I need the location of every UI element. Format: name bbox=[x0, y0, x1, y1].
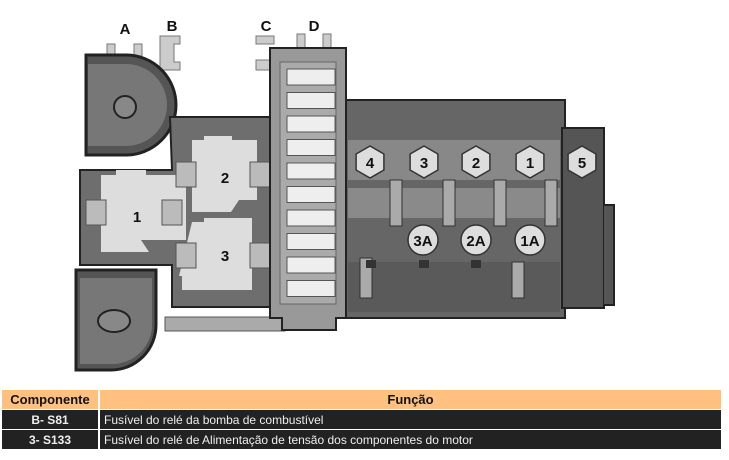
fuse-slot bbox=[286, 256, 336, 274]
small-fuse-label: 3A bbox=[413, 233, 432, 250]
table-row: 3- S133 Fusível do relé de Alimentação d… bbox=[2, 430, 721, 449]
function-cell: Fusível do relé da bomba de combustível bbox=[100, 410, 721, 429]
fuse-hex-2 bbox=[461, 145, 491, 179]
fuse-slot bbox=[286, 209, 336, 227]
connector-label-a: A bbox=[120, 21, 131, 38]
connector-tabs bbox=[106, 33, 332, 71]
table-row: B- S81 Fusível do relé da bomba de combu… bbox=[2, 410, 721, 429]
fuse-slot bbox=[286, 68, 336, 86]
fuse-label: 4 bbox=[366, 155, 375, 172]
component-cell: B- S81 bbox=[2, 410, 98, 429]
small-fuse-label: 1A bbox=[520, 233, 539, 250]
small-fuse-1A bbox=[514, 224, 546, 256]
header-function: Função bbox=[100, 390, 721, 409]
relay-label-1: 1 bbox=[133, 209, 141, 226]
relay-2 bbox=[175, 136, 271, 212]
relay-1 bbox=[85, 170, 186, 252]
component-cell: 3- S133 bbox=[2, 430, 98, 449]
connector-label-c: C bbox=[261, 18, 272, 35]
header-component: Componente bbox=[2, 390, 98, 409]
fuse-slot bbox=[286, 139, 336, 156]
connector-label-d: D bbox=[309, 18, 320, 35]
relay-label-3: 3 bbox=[221, 248, 229, 265]
fuse-label: 1 bbox=[526, 155, 534, 172]
fuse-label: 2 bbox=[472, 155, 480, 172]
table-header-row: Componente Função bbox=[2, 390, 721, 409]
connector-label-b: B bbox=[167, 18, 178, 35]
component-table: Componente Função B- S81 Fusível do relé… bbox=[0, 389, 723, 450]
fuse-slot bbox=[286, 115, 336, 133]
fuse-slot bbox=[286, 233, 336, 250]
function-cell: Fusível do relé de Alimentação de tensão… bbox=[100, 430, 721, 449]
fuse-slot bbox=[286, 280, 336, 297]
fuse-slot bbox=[286, 186, 336, 203]
small-fuse-2A bbox=[460, 224, 492, 256]
fuse-slot bbox=[286, 92, 336, 109]
relay-3 bbox=[175, 218, 271, 290]
fuse-label: 3 bbox=[420, 155, 428, 172]
fuse-label: 5 bbox=[578, 155, 586, 172]
fuse-hex-5 bbox=[567, 145, 597, 179]
fuse-slot bbox=[286, 162, 336, 180]
fuse-hex-1 bbox=[515, 145, 545, 179]
fuse-hex-3 bbox=[409, 145, 439, 179]
small-fuse-3A bbox=[407, 224, 439, 256]
fuse-hex-4 bbox=[355, 145, 385, 179]
main-fuse-block bbox=[339, 99, 615, 319]
relay-label-2: 2 bbox=[221, 170, 229, 187]
fuse-relay-box-diagram: 4 3 2 1 5 3A 2A 1A A B C D 1 2 3 bbox=[74, 18, 615, 372]
small-fuse-label: 2A bbox=[466, 233, 485, 250]
